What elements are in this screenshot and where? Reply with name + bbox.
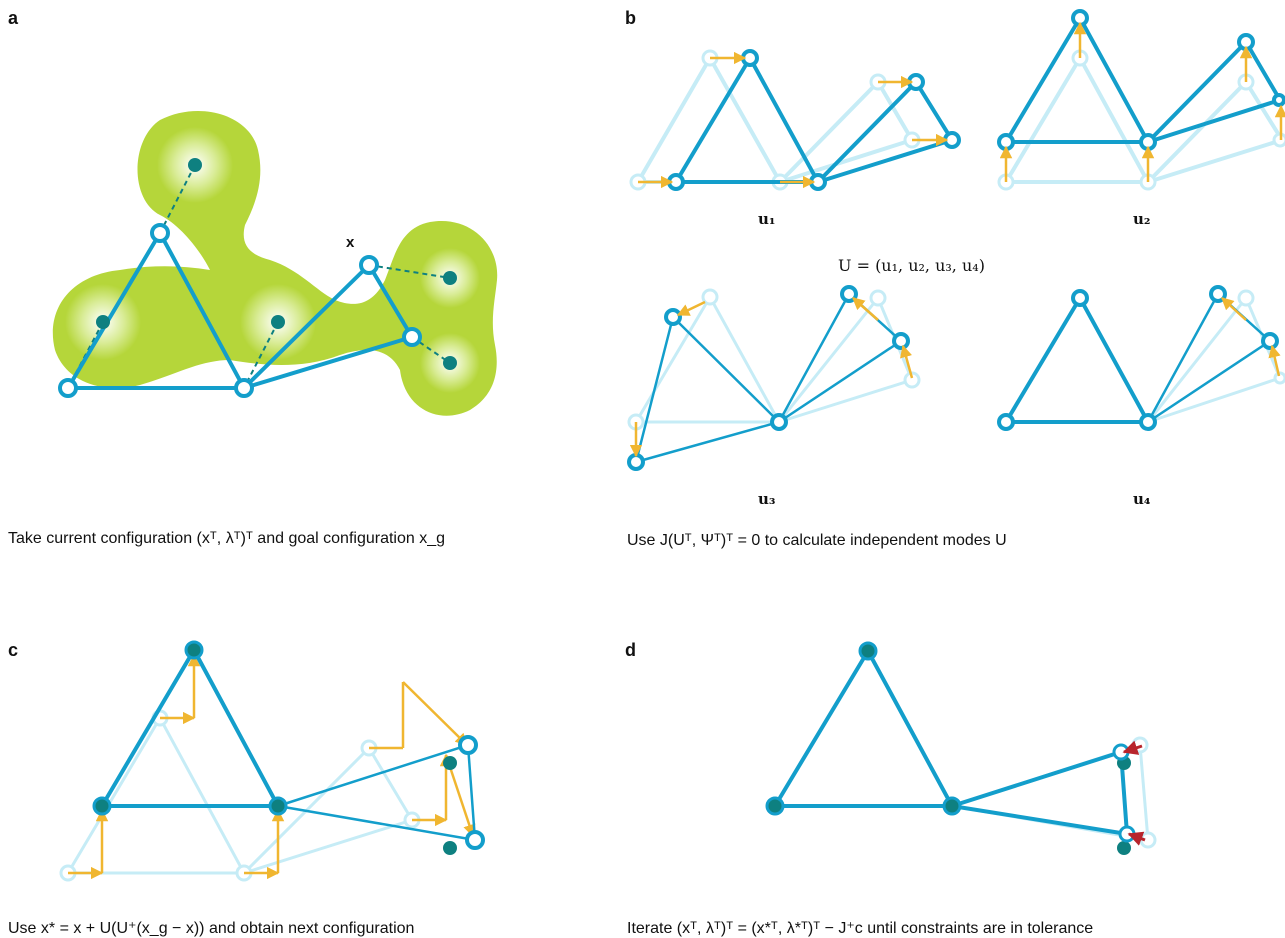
mode-u1-diagram xyxy=(629,49,961,191)
goal-point xyxy=(271,315,285,329)
arm-link xyxy=(242,263,414,390)
panel-a-diagram xyxy=(52,111,498,416)
mode-label-u3: u₃ xyxy=(758,490,776,508)
mode-arrow xyxy=(676,300,706,317)
goal-region xyxy=(52,111,498,416)
correction-arrow xyxy=(1122,740,1143,755)
caption-b: Use J(Uᵀ, Ψᵀ)ᵀ = 0 to calculate independ… xyxy=(627,532,1007,549)
correction-arrow xyxy=(1127,831,1146,846)
mode-arrow xyxy=(1221,297,1247,321)
modes-equation: U = (u₁, u₂, u₃, u₄) xyxy=(838,256,985,275)
goal-point xyxy=(443,841,457,855)
goal-link xyxy=(243,321,279,389)
joint xyxy=(234,378,254,398)
joint xyxy=(58,378,78,398)
goal-link xyxy=(411,336,451,364)
mode-label-u2: u₂ xyxy=(1133,210,1151,228)
goal-link xyxy=(159,164,196,234)
mode-label-u1: u₁ xyxy=(758,210,776,228)
goal-point xyxy=(1117,841,1131,855)
goal-point xyxy=(188,158,202,172)
panel-c-diagram xyxy=(59,640,485,882)
panel-label-b: b xyxy=(625,8,636,28)
mode-u4-diagram xyxy=(997,285,1285,431)
x-label: x xyxy=(346,234,355,251)
goal-point xyxy=(443,271,457,285)
caption-d: Iterate (xᵀ, λᵀ)ᵀ = (x*ᵀ, λ*ᵀ)ᵀ − J⁺c un… xyxy=(627,920,1094,937)
mode-arrow xyxy=(900,344,914,379)
goal-link xyxy=(368,264,451,279)
goal-point xyxy=(443,356,457,370)
joint xyxy=(150,223,170,243)
mode-u3-diagram xyxy=(627,285,921,471)
goal-point xyxy=(96,315,110,329)
caption-c: Use x* = x + U(U⁺(x_g − x)) and obtain n… xyxy=(8,920,415,937)
mode-label-u4: u₄ xyxy=(1133,490,1151,508)
joint xyxy=(402,327,422,347)
mode-arrow xyxy=(852,297,879,321)
panel-label-a: a xyxy=(8,8,19,28)
mode-u2-diagram xyxy=(997,9,1285,191)
joint xyxy=(359,255,379,275)
triangle-link xyxy=(66,231,246,390)
panel-d-diagram xyxy=(765,641,1157,855)
mode-arrow xyxy=(1268,344,1281,377)
panel-label-c: c xyxy=(8,640,19,660)
goal-point xyxy=(443,756,457,770)
panel-label-d: d xyxy=(625,640,636,660)
caption-a: Take current configuration (xᵀ, λᵀ)ᵀ and… xyxy=(8,530,445,547)
